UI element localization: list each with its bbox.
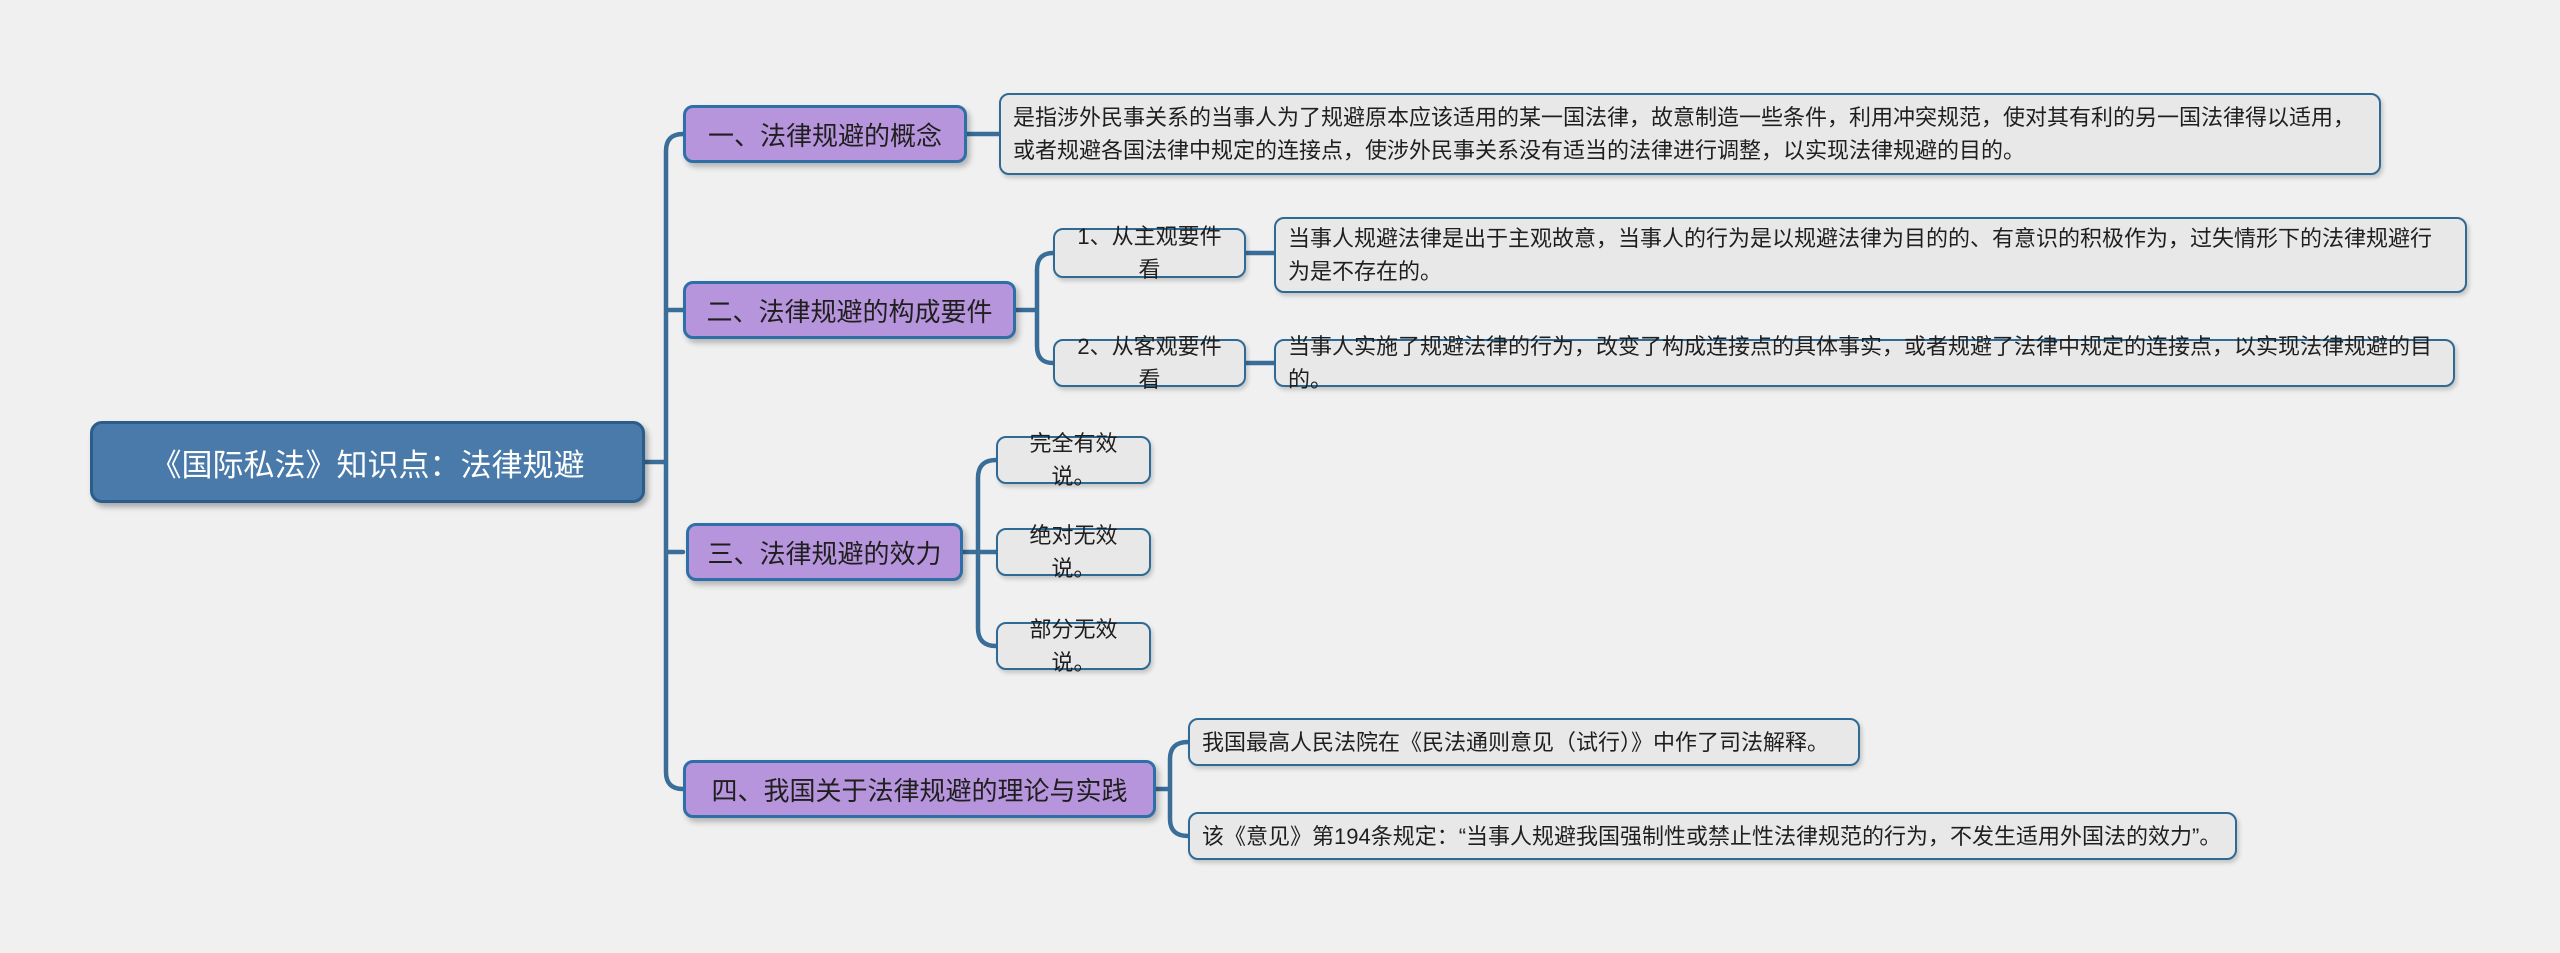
subtopic-objective-element-label: 2、从客观要件看 xyxy=(1077,334,1222,392)
leaf-subjective-element-text-content: 当事人规避法律是出于主观故意，当事人的行为是以规避法律为目的的、有意识的积极作为… xyxy=(1288,226,2433,284)
leaf-objective-element-text-content: 当事人实施了规避法律的行为，改变了构成连接点的具体事实，或者规避了法律中规定的连… xyxy=(1288,334,2433,392)
branch-node-concept-label: 一、法律规避的概念 xyxy=(707,120,942,151)
subtopic-objective-element[interactable]: 2、从客观要件看 xyxy=(1053,334,1246,392)
leaf-objective-element-text[interactable]: 当事人实施了规避法律的行为，改变了构成连接点的具体事实，或者规避了法律中规定的连… xyxy=(1274,334,2455,392)
leaf-concept-definition[interactable]: 是指涉外民事关系的当事人为了规避原本应该适用的某一国法律，故意制造一些条件，利用… xyxy=(999,93,2381,175)
subtopic-subjective-element[interactable]: 1、从主观要件看 xyxy=(1053,224,1246,282)
leaf-fully-valid-theory-text: 完全有效说。 xyxy=(1029,431,1118,489)
branch-node-elements-label: 二、法律规避的构成要件 xyxy=(706,296,993,327)
subtopic-subjective-element-label: 1、从主观要件看 xyxy=(1077,224,1222,282)
branch-node-effect[interactable]: 三、法律规避的效力 xyxy=(686,523,963,581)
root-node[interactable]: 《国际私法》知识点：法律规避 xyxy=(90,421,645,503)
leaf-subjective-element-text[interactable]: 当事人规避法律是出于主观故意，当事人的行为是以规避法律为目的的、有意识的积极作为… xyxy=(1274,217,2467,293)
leaf-article-194-rule[interactable]: 该《意见》第194条规定：“当事人规避我国强制性或禁止性法律规范的行为，不发生适… xyxy=(1188,812,2237,860)
connector-branch4-trunk xyxy=(1153,739,1191,839)
leaf-supreme-court-interpretation[interactable]: 我国最高人民法院在《民法通则意见（试行）》中作了司法解释。 xyxy=(1188,718,1860,766)
leaf-partially-invalid-theory[interactable]: 部分无效说。 xyxy=(996,617,1151,675)
leaf-partially-invalid-theory-text: 部分无效说。 xyxy=(1029,617,1118,675)
branch-node-concept[interactable]: 一、法律规避的概念 xyxy=(683,105,967,163)
branch-node-effect-label: 三、法律规避的效力 xyxy=(707,538,942,569)
leaf-absolutely-invalid-theory-text: 绝对无效说。 xyxy=(1029,523,1118,581)
root-node-label: 《国际私法》知识点：法律规避 xyxy=(150,447,585,483)
branch-node-china-theory-practice[interactable]: 四、我国关于法律规避的理论与实践 xyxy=(683,760,1156,818)
leaf-fully-valid-theory[interactable]: 完全有效说。 xyxy=(996,431,1151,489)
connector-branch3-trunk xyxy=(960,457,999,649)
leaf-article-194-rule-text: 该《意见》第194条规定：“当事人规避我国强制性或禁止性法律规范的行为，不发生适… xyxy=(1202,823,2222,849)
branch-node-elements[interactable]: 二、法律规避的构成要件 xyxy=(683,281,1016,339)
connector-root-trunk xyxy=(642,131,686,792)
connector-branch2-leaves xyxy=(1243,250,1277,366)
leaf-supreme-court-interpretation-text: 我国最高人民法院在《民法通则意见（试行）》中作了司法解释。 xyxy=(1202,729,1830,755)
connector-branch2-trunk xyxy=(1013,250,1056,366)
leaf-concept-definition-text: 是指涉外民事关系的当事人为了规避原本应该适用的某一国法律，故意制造一些条件，利用… xyxy=(1013,105,2356,163)
leaf-absolutely-invalid-theory[interactable]: 绝对无效说。 xyxy=(996,523,1151,581)
branch-node-china-theory-practice-label: 四、我国关于法律规避的理论与实践 xyxy=(711,775,1128,806)
